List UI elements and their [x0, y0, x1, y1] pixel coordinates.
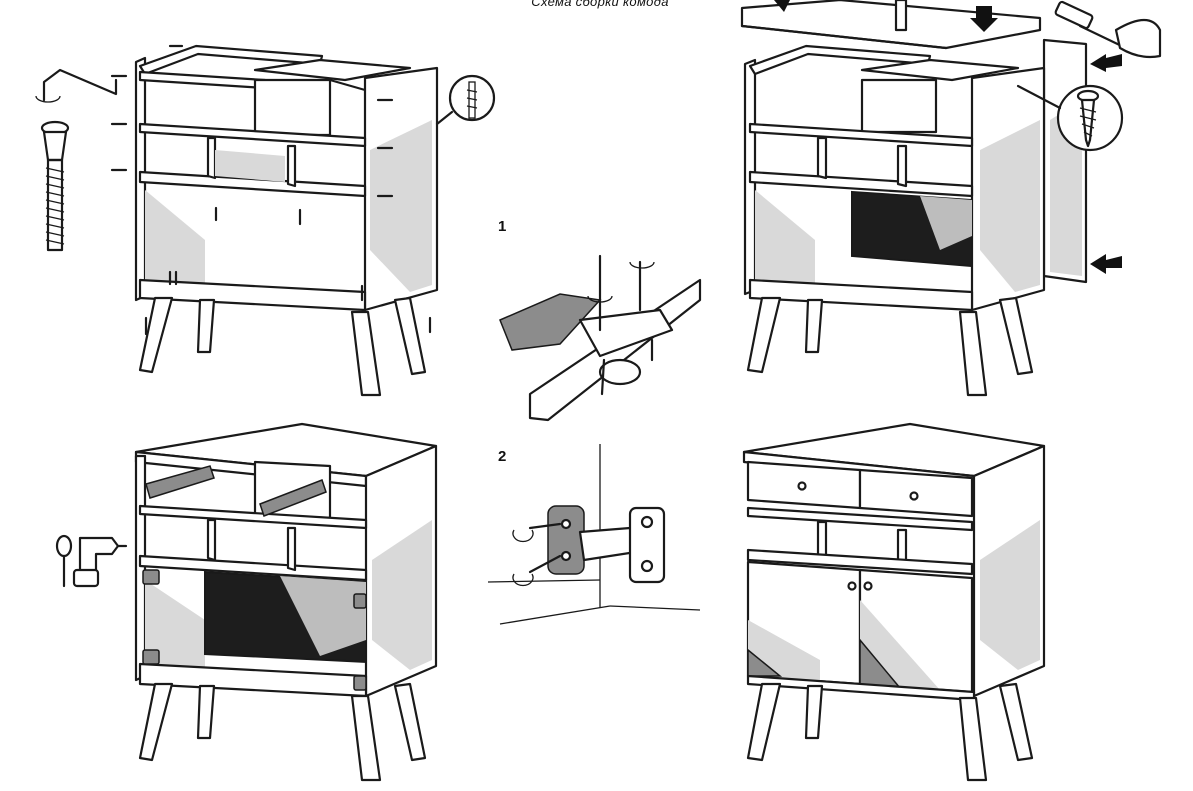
- shelf-1: [138, 122, 367, 148]
- leg-front-left: [138, 296, 174, 374]
- step-1-detail: [499, 254, 702, 422]
- drawer-left-knob: [797, 481, 807, 491]
- panel-rails-and-hinges: [55, 422, 438, 782]
- step-1-label: 1: [498, 218, 507, 235]
- hinge-plate-lower: [142, 649, 160, 665]
- top-rail-front: [253, 58, 412, 82]
- door-right-knob: [863, 581, 873, 591]
- leg-back-left: [196, 298, 216, 354]
- panel-frame-assembly: [35, 44, 496, 397]
- callout-screw-icon: [435, 74, 496, 126]
- drawer-runner-right: [259, 479, 327, 517]
- top-board: [740, 0, 1042, 50]
- drawer-right-knob: [909, 491, 919, 501]
- page-title: Схема сборки комода: [531, 0, 669, 9]
- callout-screw-icon-2: [1016, 84, 1124, 152]
- panel-finished-chest: [742, 422, 1046, 782]
- bottom-panel: [138, 278, 367, 312]
- leg-back-right: [393, 296, 427, 376]
- door-left-knob: [847, 581, 857, 591]
- arrow-icon: [970, 6, 998, 32]
- panel-top-and-back: [740, 0, 1162, 397]
- drawer-runner-left: [145, 465, 215, 499]
- hinge-icon: [547, 505, 666, 584]
- hex-key-icon: [35, 68, 118, 103]
- step-2-label: 2: [498, 448, 507, 465]
- screwdriver-icon: [55, 534, 73, 588]
- leg-front-right: [350, 310, 382, 397]
- screw-icon: [40, 120, 70, 252]
- upper-box: [253, 78, 332, 137]
- hinge-plate-upper: [142, 569, 160, 585]
- step-2-detail: [487, 444, 701, 625]
- drill-icon: [72, 536, 128, 588]
- hammer-icon: [1054, 0, 1162, 59]
